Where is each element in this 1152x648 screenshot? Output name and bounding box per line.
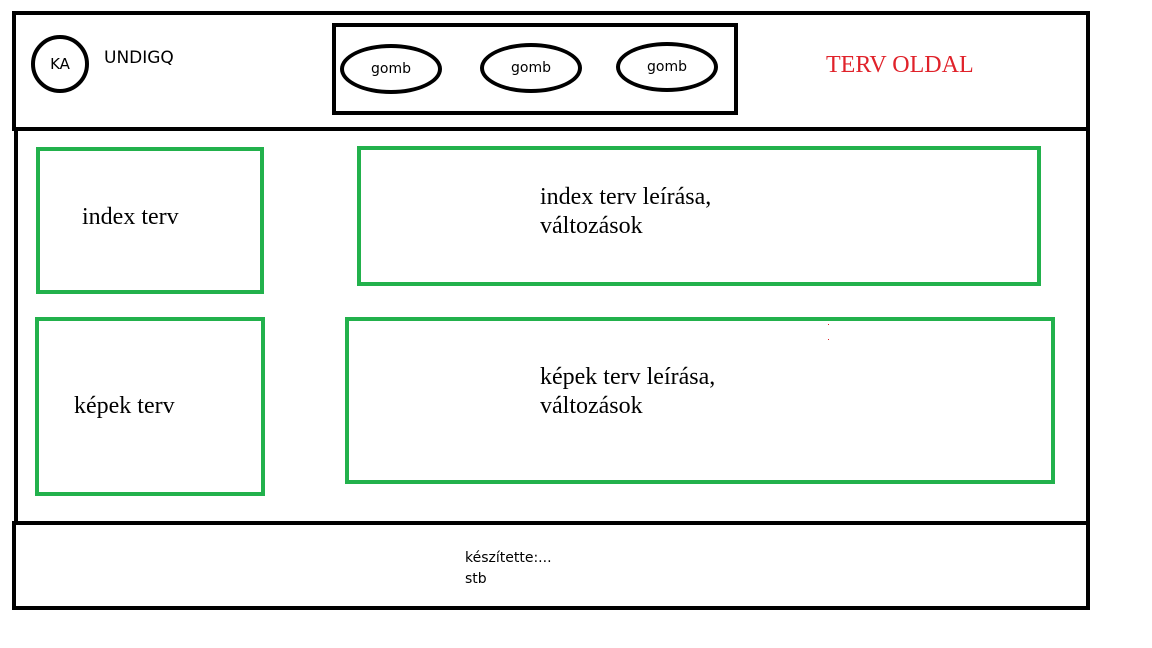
stray-dot [828, 324, 829, 325]
footer-text: készítette:... stb [465, 548, 552, 590]
nav-button-label: gomb [371, 61, 411, 77]
nav-button-3[interactable]: gomb [616, 42, 718, 92]
nav-bar [332, 23, 738, 115]
nav-button-2[interactable]: gomb [480, 43, 582, 93]
index-plan-description-box [357, 146, 1041, 286]
nav-button-label: gomb [511, 60, 551, 76]
header-section [12, 11, 1090, 131]
page-title: TERV OLDAL [826, 52, 974, 78]
footer-section [12, 521, 1090, 610]
stray-dot [828, 339, 829, 340]
logo-text: KA [50, 55, 70, 73]
logo[interactable]: KA [31, 35, 89, 93]
index-plan-box[interactable] [36, 147, 264, 294]
footer-credit: készítette:... [465, 550, 552, 566]
index-plan-description-line1: index terv leírása, [540, 184, 712, 210]
footer-etc: stb [465, 571, 487, 587]
images-plan-description-line1: képek terv leírása, [540, 364, 716, 390]
images-plan-description-line2: változások [540, 393, 643, 419]
site-name: UNDIGQ [104, 48, 174, 68]
main-section [14, 127, 1090, 525]
index-plan-label: index terv [82, 204, 179, 230]
nav-button-label: gomb [647, 59, 687, 75]
nav-button-1[interactable]: gomb [340, 44, 442, 94]
images-plan-box[interactable] [35, 317, 265, 496]
index-plan-description-line2: változások [540, 213, 643, 239]
images-plan-label: képek terv [74, 393, 175, 419]
images-plan-description-box [345, 317, 1055, 484]
